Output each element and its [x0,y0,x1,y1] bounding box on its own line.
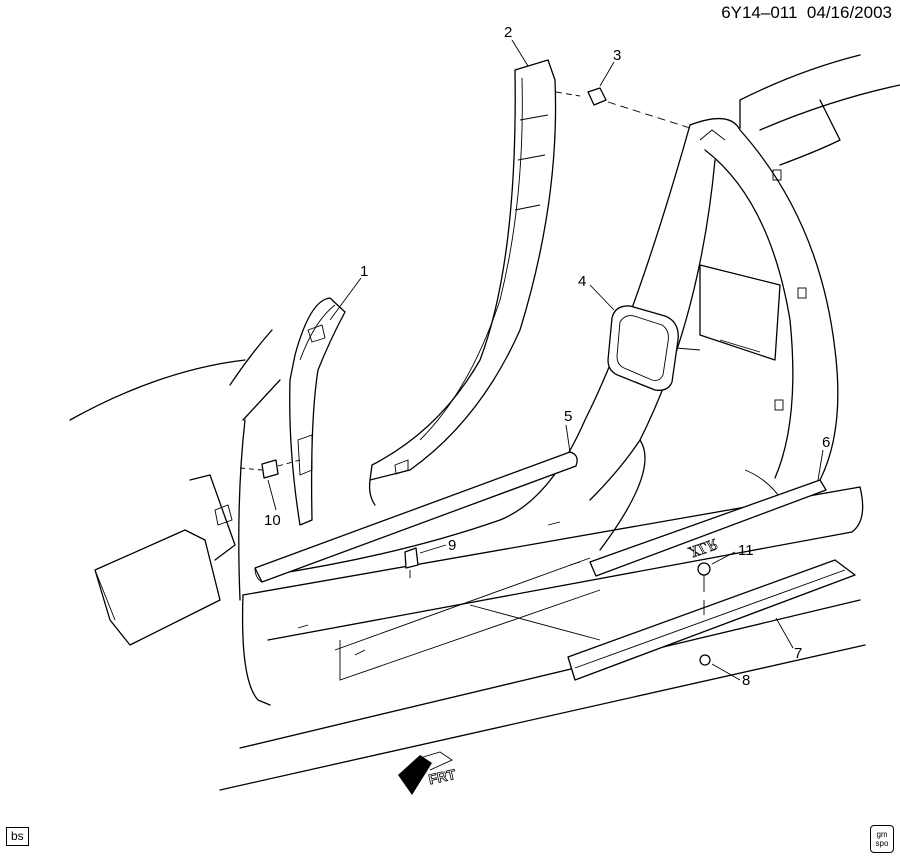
callout-9: 9 [448,537,456,554]
callout-labels: 1 2 3 4 5 6 7 8 9 10 11 [264,24,830,689]
diagram-date: 04/16/2003 [806,3,892,22]
part-11-fastener [697,562,711,576]
gm-badge-line1: gm [876,830,888,839]
callout-1: 1 [360,263,368,280]
callout-2: 2 [504,24,512,41]
callout-5: 5 [564,408,572,425]
callout-10: 10 [264,512,281,529]
gm-spo-logo: gm spo [870,825,894,853]
gm-badge-line2: spo [875,839,889,848]
diagram-header: 6Y14–011 04/16/2003 [721,3,892,23]
part-8-fastener [699,654,711,666]
part-7-rocker-molding [334,557,856,681]
part-6-sill-plate [589,479,827,577]
illustration-code-box: bs [6,827,29,846]
part-1-pillar-trim [289,297,346,526]
callout-4: 4 [578,273,586,290]
front-arrow-label: FRT [427,766,457,787]
callout-11: 11 [738,542,754,559]
callout-8: 8 [742,672,750,689]
callout-7: 7 [794,645,802,662]
callout-leaders [267,39,824,681]
part-3-clip [555,87,691,129]
small-fasteners [239,459,711,666]
diagram-code: 6Y14–011 [721,3,798,22]
front-direction-arrow-icon: FRT [398,751,458,795]
door-opening-frame [269,54,900,576]
kick-panel [94,474,236,646]
callout-6: 6 [822,434,830,451]
part-4-bezel [607,305,679,391]
callout-3: 3 [613,47,621,64]
part-5-sill-plate [254,451,578,583]
part-9-clip [404,547,419,569]
part-2-b-pillar-trim [368,59,557,506]
part-10-clip [261,459,279,479]
